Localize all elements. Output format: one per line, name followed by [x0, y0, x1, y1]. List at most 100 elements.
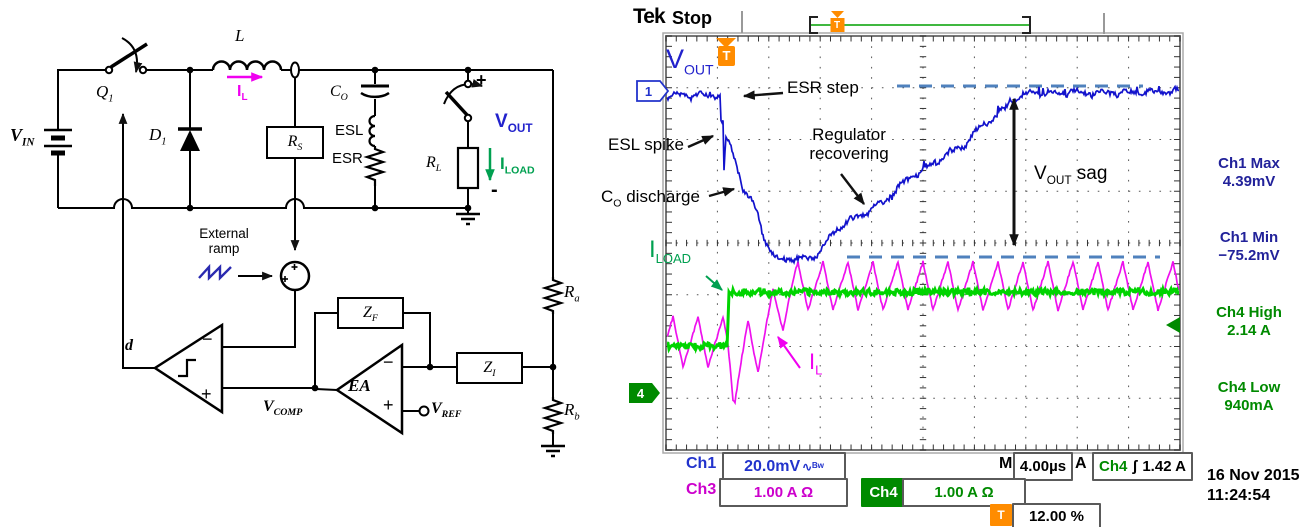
ch1-scale-readout: 20.0mV∿ᴮʷ [722, 452, 846, 481]
label-esl: ESL [335, 123, 363, 138]
label-sub: OUT [1047, 174, 1072, 187]
time-text: 11:24:54 [1207, 486, 1300, 506]
label-text: T [723, 48, 731, 63]
timebase-label: M [999, 456, 1012, 472]
measurement-ch4-high: Ch4 High2.14 A [1188, 304, 1310, 340]
label-text: + [383, 395, 394, 415]
label-text: Z [363, 304, 372, 321]
rising-edge-icon: ʃ [1132, 458, 1137, 475]
label-text: 1.00 A Ω [754, 484, 813, 501]
label-text: V [1034, 163, 1047, 184]
label-d1: D1 [149, 126, 167, 148]
annotation-co-discharge: CO discharge [601, 188, 700, 209]
label-text: Z [483, 359, 492, 376]
measurement-label: Ch1 Min [1188, 229, 1310, 247]
label-text: Q [96, 82, 108, 101]
label-text: R [564, 282, 574, 301]
label-minus: - [491, 180, 498, 200]
label-text: - [491, 179, 498, 201]
label-esr: ESR [332, 151, 363, 166]
date-text: 16 Nov 2015 [1207, 466, 1300, 486]
ea-plus-input: + [383, 396, 394, 414]
label-text: d [125, 337, 133, 354]
trigger-readout: Ch4 ʃ 1.42 A [1092, 452, 1193, 481]
label-text: V [666, 44, 684, 74]
label-text: 1 [645, 84, 652, 99]
vout-trace-label: VOUT [666, 46, 714, 76]
label-text: 4 [637, 386, 644, 401]
label-sub: L [815, 362, 822, 377]
label-iload: ILOAD [500, 155, 535, 176]
label-sub: REF [442, 409, 462, 420]
tek-logo: Tek [633, 6, 665, 27]
ch4-selected-badge: Ch4 [861, 478, 906, 507]
trigger-source: Ch4 [1099, 458, 1127, 475]
aux-trigger-label: A [1075, 456, 1087, 472]
label-text: ESR step [787, 78, 859, 97]
label-text: External [188, 226, 260, 241]
label-text: 20.0mV [744, 458, 800, 476]
ch3-label: Ch3 [686, 482, 716, 498]
label-text: discharge [621, 187, 699, 206]
label-inductor: L [235, 27, 244, 44]
label-text: EA [348, 376, 371, 395]
label-text: + [476, 70, 487, 90]
label-rl: RL [426, 155, 441, 174]
label-text: ramp [188, 241, 260, 256]
record-trigger-label: T [830, 21, 844, 31]
measurement-value: 2.14 A [1188, 322, 1310, 340]
label-d: d [125, 338, 133, 354]
label-text: ESL [335, 122, 363, 139]
label-text: C [330, 83, 341, 100]
trigger-level: 1.42 A [1142, 458, 1186, 475]
label-text: ESL spike [608, 135, 684, 154]
ch3-scale-readout: 1.00 A Ω [719, 478, 848, 507]
label-vcomp: VCOMP [263, 399, 302, 418]
measurement-label: Ch1 Max [1188, 155, 1310, 173]
trigger-position-icon: T [990, 504, 1012, 526]
label-rb: Rb [564, 401, 580, 423]
label-sub: L [241, 92, 247, 103]
label-text: V [495, 111, 508, 132]
iload-trace-label: ILOAD [649, 238, 691, 265]
measurement-label: Ch4 Low [1188, 379, 1310, 397]
label-vin: VIN [10, 126, 34, 149]
label-text: T [997, 508, 1004, 522]
label-text: 12.00 % [1029, 508, 1084, 525]
label-text: R [288, 133, 298, 150]
label-text: Ch1 [686, 455, 716, 472]
record-trigger-marker-icon [831, 11, 844, 18]
timebase-readout: 4.00µs [1013, 452, 1073, 481]
label-text: I [649, 236, 656, 263]
ch4-scale-readout: 1.00 A Ω [902, 478, 1026, 507]
label-text: V [431, 400, 442, 417]
label-text: V [10, 125, 22, 145]
label-text: recovering [793, 144, 905, 163]
annotation-regulator-recovering: Regulatorrecovering [793, 125, 905, 163]
label-text: 1.00 A Ω [934, 484, 993, 501]
trigger-position-readout: 12.00 % [1012, 503, 1101, 527]
measurement-label: Ch4 High [1188, 304, 1310, 322]
label-sub: IN [22, 137, 34, 149]
label-text: − [202, 329, 213, 349]
label-vref: VREF [431, 401, 462, 420]
label-text: R [564, 400, 574, 419]
label-text: Ch3 [686, 481, 716, 498]
label-text: − [383, 352, 394, 372]
label-sub: O [341, 92, 348, 103]
measurement-value: 4.39mV [1188, 173, 1310, 191]
coupling-bandwidth-icon: ∿ᴮʷ [802, 460, 824, 474]
label-text: V [263, 398, 274, 415]
label-text: A [1075, 455, 1087, 472]
label-sub: 1 [108, 93, 113, 104]
label-text: 4.00µs [1020, 458, 1066, 475]
label-sub: LOAD [656, 251, 691, 266]
label-text: ESR [332, 150, 363, 167]
label-text: R [426, 154, 436, 171]
label-text: T [834, 20, 840, 31]
acquisition-state: Stop [672, 9, 712, 27]
label-co: CO [330, 84, 348, 103]
ch4-badge-label: 4 [629, 387, 652, 400]
measurement-ch1-max: Ch1 Max4.39mV [1188, 155, 1310, 191]
